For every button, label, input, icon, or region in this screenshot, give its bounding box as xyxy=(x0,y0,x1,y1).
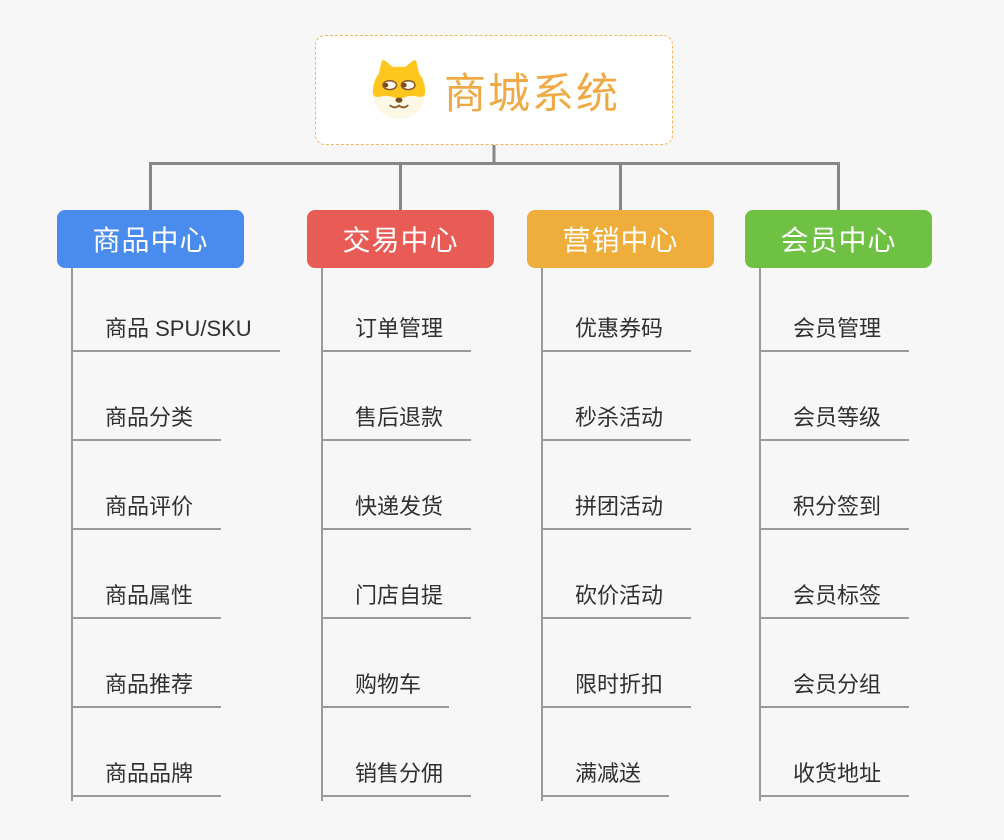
root-node[interactable]: 商城系统 xyxy=(315,35,673,145)
child-node[interactable]: 收货地址 xyxy=(760,759,910,797)
child-node[interactable]: 会员等级 xyxy=(760,403,910,441)
child-node[interactable]: 砍价活动 xyxy=(542,581,692,619)
child-node[interactable]: 会员管理 xyxy=(760,314,910,352)
doge-icon xyxy=(372,60,426,120)
branch-trunk-line xyxy=(321,268,323,801)
child-node[interactable]: 会员标签 xyxy=(760,581,910,619)
branch-node-product-center[interactable]: 商品中心 xyxy=(57,210,244,268)
child-node[interactable]: 商品分类 xyxy=(72,403,222,441)
child-node[interactable]: 商品 SPU/SKU xyxy=(72,314,280,352)
child-node[interactable]: 商品品牌 xyxy=(72,759,222,797)
child-node[interactable]: 门店自提 xyxy=(322,581,472,619)
child-node[interactable]: 商品推荐 xyxy=(72,670,222,708)
branch-node-marketing-center[interactable]: 营销中心 xyxy=(527,210,714,268)
branch-trunk-line xyxy=(541,268,543,801)
child-node[interactable]: 售后退款 xyxy=(322,403,472,441)
branch-trunk-line xyxy=(759,268,761,801)
root-title: 商城系统 xyxy=(443,69,620,117)
child-node[interactable]: 限时折扣 xyxy=(542,670,692,708)
child-node[interactable]: 优惠券码 xyxy=(542,314,692,352)
branch-node-trade-center[interactable]: 交易中心 xyxy=(307,210,494,268)
child-node[interactable]: 满减送 xyxy=(542,759,670,797)
child-node[interactable]: 积分签到 xyxy=(760,492,910,530)
child-node[interactable]: 商品属性 xyxy=(72,581,222,619)
child-node[interactable]: 秒杀活动 xyxy=(542,403,692,441)
child-node[interactable]: 商品评价 xyxy=(72,492,222,530)
child-node[interactable]: 销售分佣 xyxy=(322,759,472,797)
child-node[interactable]: 订单管理 xyxy=(322,314,472,352)
child-node[interactable]: 拼团活动 xyxy=(542,492,692,530)
child-node[interactable]: 购物车 xyxy=(322,670,450,708)
child-node[interactable]: 会员分组 xyxy=(760,670,910,708)
branch-node-member-center[interactable]: 会员中心 xyxy=(745,210,932,268)
child-node[interactable]: 快递发货 xyxy=(322,492,472,530)
branch-trunk-line xyxy=(71,268,73,801)
